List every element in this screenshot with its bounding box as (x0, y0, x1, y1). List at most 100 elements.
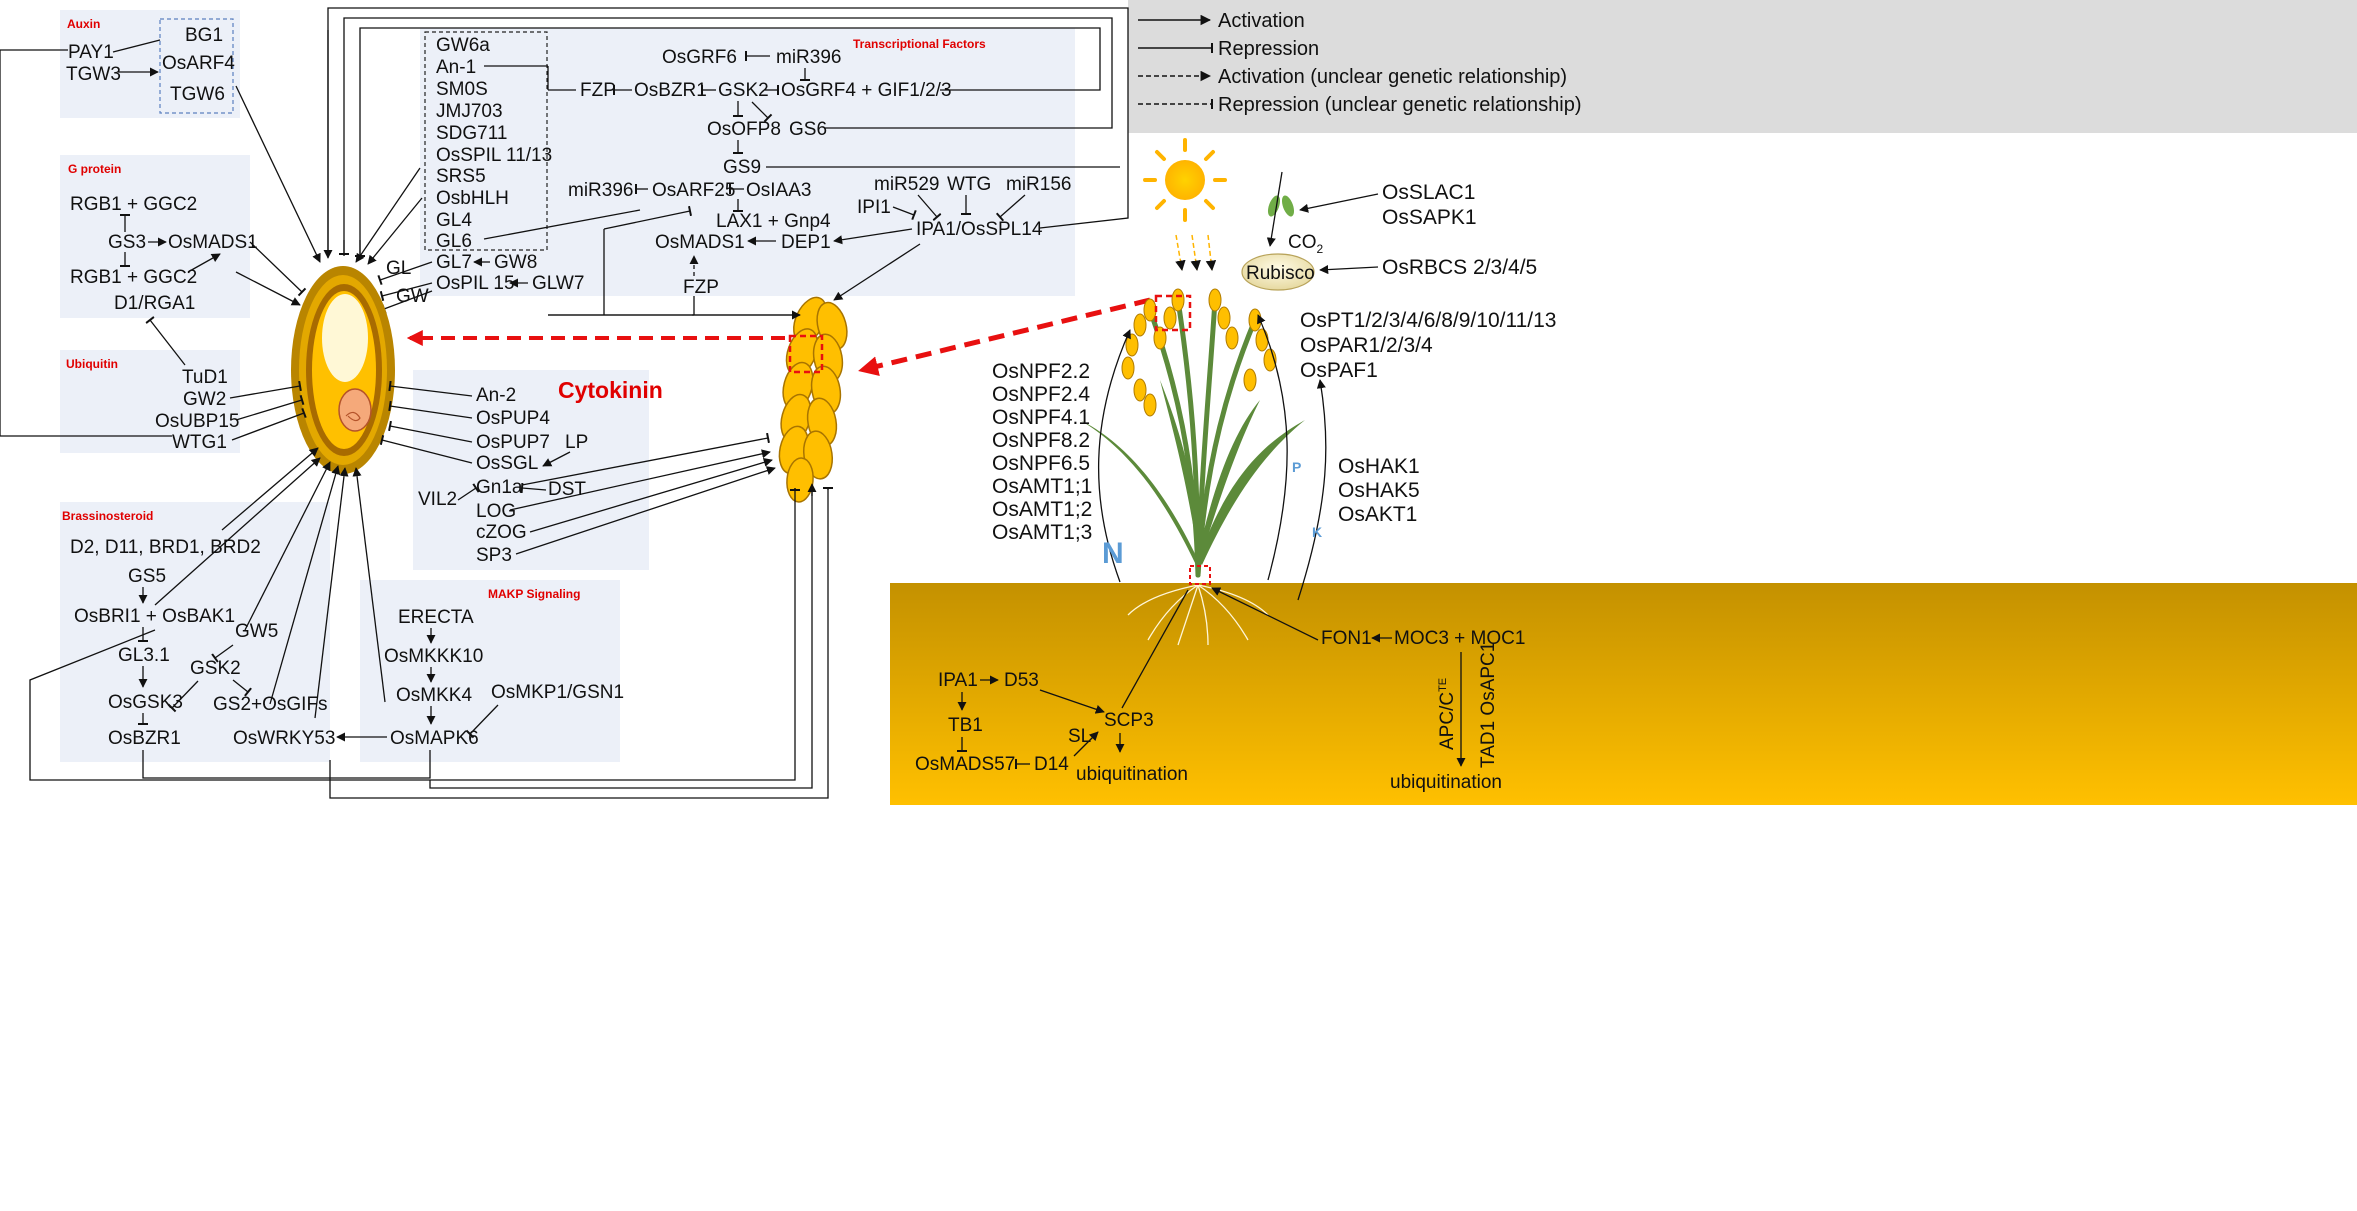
node-osofp8: OsOFP8 (707, 119, 781, 140)
cytokinin-panel (413, 370, 649, 570)
tf-dashed-group (424, 31, 548, 251)
node-gs9: GS9 (723, 157, 761, 178)
node-fzp-bottom: FZP (683, 277, 719, 298)
node-mir156: miR156 (1006, 174, 1071, 195)
legend-repression-unclear: Repression (unclear genetic relationship… (1218, 94, 1582, 116)
node-an2: An-2 (476, 385, 516, 406)
node-osnpf2-2: OsNPF2.2 (992, 360, 1090, 383)
node-mir529: miR529 (874, 174, 939, 195)
legend: Activation Repression Activation (unclea… (1138, 10, 1582, 116)
label-p: P (1292, 459, 1301, 475)
node-ossapk1: OsSAPK1 (1382, 206, 1477, 229)
ubiquitin-title: Ubiquitin (66, 357, 118, 371)
node-sdg711: SDG711 (436, 123, 507, 144)
node-osgrf6: OsGRF6 (662, 47, 737, 68)
node-oshak5: OsHAK5 (1338, 479, 1420, 502)
node-log: LOG (476, 501, 516, 522)
label-gl: GL (386, 258, 411, 279)
auxin-title: Auxin (67, 17, 100, 31)
node-glw7: GLW7 (532, 273, 584, 294)
node-czog: cZOG (476, 522, 527, 543)
node-dep1: DEP1 (781, 232, 831, 253)
node-gl6: GL6 (436, 231, 472, 252)
makp-panel (360, 580, 620, 762)
node-ospt: OsPT1/2/3/4/6/8/9/10/11/13 (1300, 309, 1556, 332)
node-sm0s: SM0S (436, 79, 488, 100)
node-osspil: OsSPIL 11/13 (436, 145, 552, 166)
node-tud1: TuD1 (182, 367, 228, 388)
g-protein-title: G protein (68, 162, 121, 176)
node-ubiquitination-left: ubiquitination (1076, 764, 1188, 785)
node-d14: D14 (1034, 754, 1069, 775)
node-gw6a: GW6a (436, 35, 490, 56)
node-sp3: SP3 (476, 545, 512, 566)
node-osamt1-2: OsAMT1;2 (992, 498, 1092, 521)
node-moc3-moc1: MOC3 + MOC1 (1394, 628, 1525, 649)
node-oshak1: OsHAK1 (1338, 455, 1420, 478)
node-gw5: GW5 (235, 621, 278, 642)
node-osarf4: OsARF4 (162, 53, 235, 74)
node-osbri1-osbak1: OsBRI1 + OsBAK1 (74, 606, 235, 627)
node-gs5: GS5 (128, 566, 166, 587)
node-lax1-gnp4: LAX1 + Gnp4 (716, 211, 831, 232)
node-bg1: BG1 (185, 25, 223, 46)
node-rgb1-ggc2-bottom: RGB1 + GGC2 (70, 267, 197, 288)
node-pay1: PAY1 (68, 42, 114, 63)
tf-panel (420, 28, 1075, 296)
node-ospil15: OsPIL 15 (436, 273, 515, 294)
cytokinin-title: Cytokinin (558, 377, 663, 403)
legend-activation: Activation (1218, 10, 1305, 32)
g-protein-panel (60, 155, 250, 318)
node-osgsk3: OsGSK3 (108, 692, 183, 713)
brassinosteroid-panel (60, 502, 330, 762)
node-osgrf4-gif: OsGRF4 + GIF1/2/3 (781, 80, 952, 101)
stomata-icon (1267, 195, 1295, 217)
label-n: N (1102, 537, 1124, 570)
node-osrbcs: OsRBCS 2/3/4/5 (1382, 256, 1537, 279)
node-apc-c: APC/CTE (1437, 678, 1458, 750)
node-osnpf8-2: OsNPF8.2 (992, 429, 1090, 452)
panicle-illustration (778, 296, 848, 503)
node-ipa1-soil: IPA1 (938, 670, 978, 691)
node-lp: LP (565, 432, 588, 453)
node-osamt1-1: OsAMT1;1 (992, 475, 1092, 498)
node-mir396-mid: miR396 (568, 180, 633, 201)
node-ossgl: OsSGL (476, 453, 538, 474)
node-mir396-top: miR396 (776, 47, 841, 68)
node-gw2: GW2 (183, 389, 226, 410)
node-scp3: SCP3 (1104, 710, 1154, 731)
node-tad1-osapc1: TAD1 OsAPC1 (1478, 642, 1499, 768)
node-gl7: GL7 (436, 252, 472, 273)
node-ospar: OsPAR1/2/3/4 (1300, 334, 1433, 357)
node-gs2-osgifs: GS2+OsGIFs (213, 694, 328, 715)
node-osnpf2-4: OsNPF2.4 (992, 383, 1090, 406)
node-sl: SL (1068, 726, 1091, 747)
node-wtg1: WTG1 (172, 432, 227, 453)
node-ospup7: OsPUP7 (476, 432, 550, 453)
node-ospup4: OsPUP4 (476, 408, 550, 429)
node-gl4: GL4 (436, 210, 472, 231)
node-tb1: TB1 (948, 715, 983, 736)
node-osnpf6-5: OsNPF6.5 (992, 452, 1090, 475)
label-gw: GW (396, 286, 429, 307)
sun-icon (1143, 138, 1227, 272)
node-rubisco: Rubisco (1246, 263, 1315, 284)
node-d2-d11-brd: D2, D11, BRD1, BRD2 (70, 537, 261, 558)
node-gs3: GS3 (108, 232, 146, 253)
node-osbhlh: OsbHLH (436, 188, 509, 209)
legend-panel (1128, 0, 2357, 133)
rice-plant-illustration (1080, 288, 1305, 646)
node-ospaf1: OsPAF1 (1300, 359, 1378, 382)
node-tgw6: TGW6 (170, 84, 225, 105)
node-d53: D53 (1004, 670, 1039, 691)
node-osmads1-tf: OsMADS1 (655, 232, 745, 253)
node-ipa1-osspl14: IPA1/OsSPL14 (916, 219, 1043, 240)
makp-title: MAKP Signaling (488, 587, 580, 601)
brassinosteroid-title: Brassinosteroid (62, 509, 153, 523)
node-osmads1-g: OsMADS1 (168, 232, 258, 253)
node-osamt1-3: OsAMT1;3 (992, 521, 1092, 544)
node-fon1: FON1 (1321, 628, 1372, 649)
auxin-panel (60, 10, 240, 118)
node-gs6: GS6 (789, 119, 827, 140)
